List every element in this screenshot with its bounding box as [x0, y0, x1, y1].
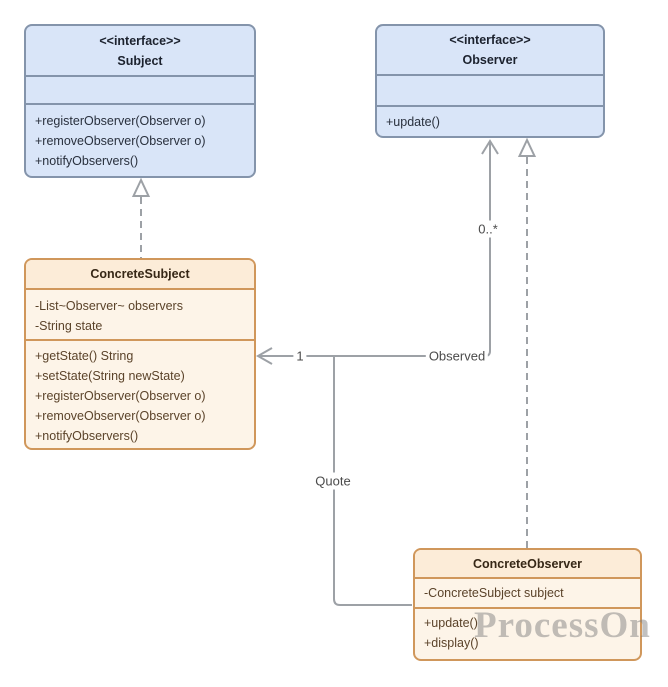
- multiplicity-target-label[interactable]: 0..*: [475, 220, 501, 238]
- methods-section: +update() +display(): [415, 607, 640, 659]
- class-box-concrete-observer[interactable]: ConcreteObserver -ConcreteSubject subjec…: [413, 548, 642, 661]
- class-header: ConcreteObserver: [415, 550, 640, 577]
- realization-concretesubject-subject[interactable]: [131, 177, 151, 258]
- method-row: +registerObserver(Observer o): [35, 389, 206, 403]
- quote-label[interactable]: Quote: [312, 472, 354, 490]
- realization-concreteobserver-observer[interactable]: [517, 137, 537, 548]
- method-row: +display(): [424, 636, 479, 650]
- class-stereotype: <<interface>>: [99, 33, 181, 48]
- method-row: +notifyObservers(): [35, 429, 139, 443]
- method-row: +removeObserver(Observer o): [35, 134, 206, 148]
- open-arrowhead-up: [481, 139, 499, 155]
- method-row: +getState() String: [35, 349, 134, 363]
- methods-section: +update(): [377, 105, 603, 136]
- attribute-row: -List~Observer~ observers: [35, 299, 183, 313]
- class-stereotype: <<interface>>: [449, 33, 531, 47]
- attributes-section: -ConcreteSubject subject: [415, 577, 640, 607]
- hollow-triangle-arrowhead: [517, 137, 537, 157]
- link-quote[interactable]: [333, 357, 412, 606]
- class-name: ConcreteSubject: [90, 267, 190, 281]
- hollow-triangle-arrowhead: [131, 177, 151, 197]
- attributes-section: [26, 75, 254, 103]
- multiplicity-source-label[interactable]: 1: [293, 347, 307, 365]
- method-row: +update(): [386, 115, 440, 129]
- attribute-row: -ConcreteSubject subject: [424, 586, 564, 600]
- class-box-concrete-subject[interactable]: ConcreteSubject -List~Observer~ observer…: [24, 258, 256, 450]
- methods-section: +registerObserver(Observer o) +removeObs…: [26, 103, 254, 176]
- methods-section: +getState() String +setState(String newS…: [26, 339, 254, 448]
- class-header: <<interface>> Observer: [377, 26, 603, 74]
- class-header: <<interface>> Subject: [26, 26, 254, 75]
- class-box-observer[interactable]: <<interface>> Observer +update(): [375, 24, 605, 138]
- class-name: Observer: [462, 53, 518, 67]
- class-name: Subject: [117, 53, 163, 68]
- method-row: +notifyObservers(): [35, 154, 139, 168]
- association-observed[interactable]: [255, 139, 499, 365]
- attribute-row: -String state: [35, 319, 103, 333]
- class-name: ConcreteObserver: [472, 556, 583, 571]
- method-row: +removeObserver(Observer o): [35, 409, 206, 423]
- open-arrowhead-left: [255, 347, 273, 365]
- method-row: +registerObserver(Observer o): [35, 114, 206, 128]
- method-row: +update(): [424, 616, 478, 630]
- class-header: ConcreteSubject: [26, 260, 254, 288]
- attributes-section: -List~Observer~ observers -String state: [26, 288, 254, 339]
- attributes-section: [377, 74, 603, 105]
- method-row: +setState(String newState): [35, 369, 185, 383]
- class-box-subject[interactable]: <<interface>> Subject +registerObserver(…: [24, 24, 256, 178]
- association-name-label[interactable]: Observed: [425, 347, 489, 365]
